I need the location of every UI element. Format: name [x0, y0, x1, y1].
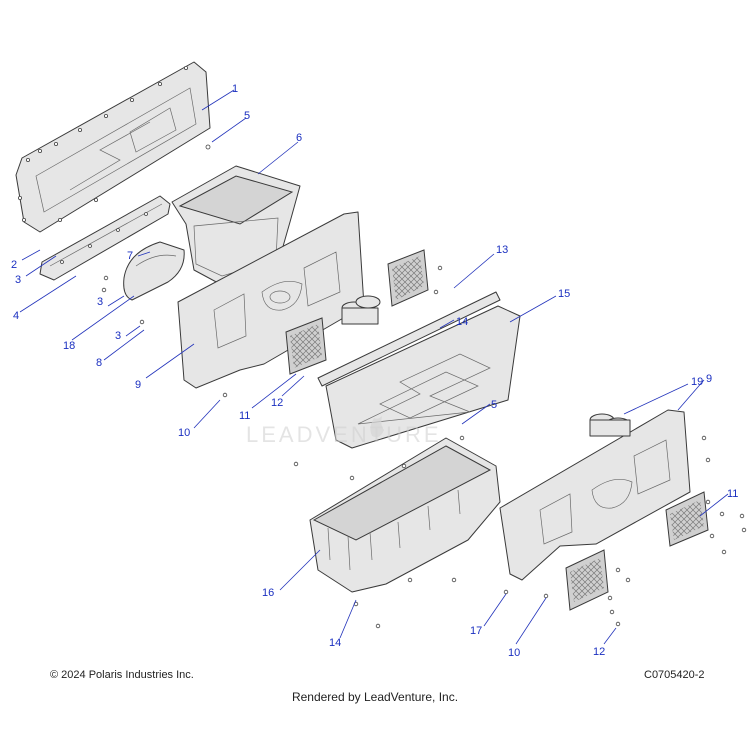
- callout-11-left: 11: [239, 410, 250, 422]
- callout-15: 15: [558, 288, 570, 300]
- part-grille-right: [665, 491, 709, 547]
- callout-3-a: 3: [15, 274, 21, 286]
- part-cup-holder-right: [589, 413, 631, 437]
- part-trim-panel-right: [499, 409, 691, 581]
- callout-12-left: 12: [271, 397, 283, 409]
- callout-16: 16: [262, 587, 274, 599]
- callout-5-lower: 5: [491, 399, 497, 411]
- figure-code: C0705420-2: [644, 669, 705, 681]
- callout-17: 17: [470, 625, 482, 637]
- callout-3-c: 3: [115, 330, 121, 342]
- part-bracket-bar: [39, 195, 171, 281]
- callout-4: 4: [13, 310, 19, 322]
- callout-19: 19: [691, 376, 703, 388]
- callout-labels: 1 5 6 2 3 4 7 3 18 3 8 9 10 11 12 13 15 …: [11, 83, 738, 659]
- callout-11-right: 11: [727, 488, 738, 500]
- leadventure-flame-icon: [370, 416, 384, 438]
- callout-5-upper: 5: [244, 110, 250, 122]
- part-rear-panel: [15, 61, 211, 233]
- callout-9-right: 9: [706, 373, 712, 385]
- leader-lines: [19, 89, 729, 645]
- callout-1: 1: [232, 83, 238, 95]
- callout-6: 6: [296, 132, 302, 144]
- part-trim-panel-left: [177, 211, 365, 389]
- callout-2: 2: [11, 259, 17, 271]
- callout-9-left: 9: [135, 379, 141, 391]
- callout-14-upper: 14: [456, 316, 468, 328]
- callout-18: 18: [63, 340, 75, 352]
- callout-14-lower: 14: [329, 637, 341, 649]
- part-storage-tub: [309, 437, 501, 593]
- copyright-text: © 2024 Polaris Industries Inc.: [50, 669, 194, 681]
- callout-3-b: 3: [97, 296, 103, 308]
- rendered-by-text: Rendered by LeadVenture, Inc.: [291, 690, 459, 704]
- callout-7: 7: [127, 250, 133, 262]
- callout-10-left: 10: [178, 427, 190, 439]
- fasteners: [101, 144, 747, 629]
- part-grille-mid: [285, 317, 327, 375]
- callout-12-right: 12: [593, 646, 605, 658]
- watermark-text: LEADVENTURE: [246, 422, 442, 447]
- callout-8: 8: [96, 357, 102, 369]
- part-grille-top: [387, 249, 429, 307]
- part-lid-panel: [325, 305, 521, 449]
- part-cup-holder-center: [341, 295, 381, 325]
- part-grille-bottom: [565, 549, 609, 611]
- callout-10-right: 10: [508, 647, 520, 659]
- callout-13: 13: [496, 244, 508, 256]
- part-trim-strip: [317, 291, 501, 387]
- part-cover: [123, 241, 185, 301]
